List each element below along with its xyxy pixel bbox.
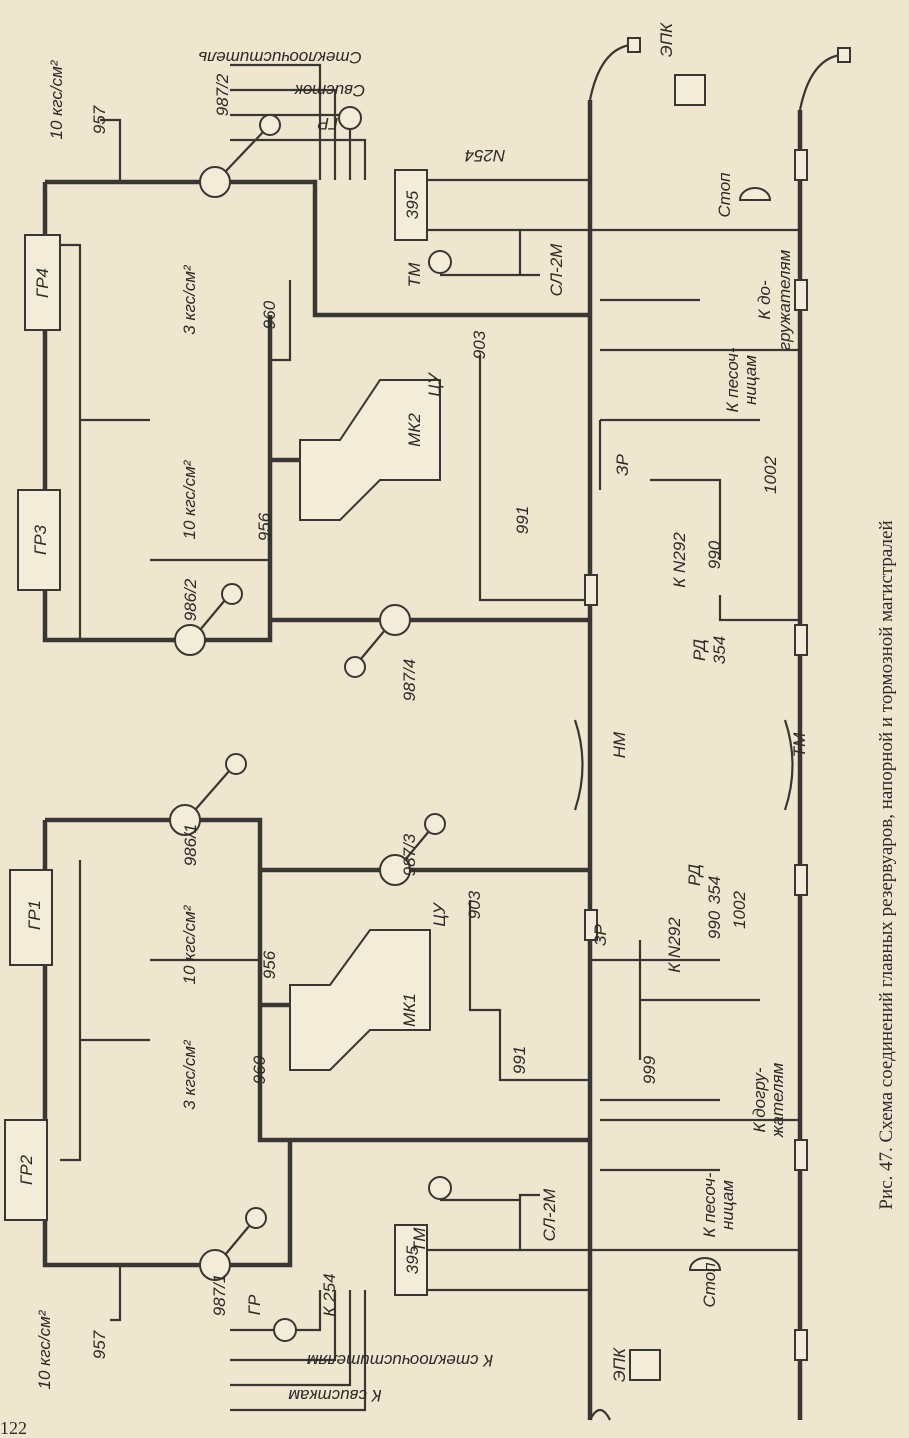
diagram-labels: 10 кгс/см² 957 987/2 СтеклоочистительСвисто… [17,22,809,1405]
label-n254-top: N254 [465,146,506,165]
label-sand-b2: ницам [718,1180,737,1230]
label-v1002-b: 1002 [730,891,749,929]
label-v957-a: 957 [90,105,109,134]
label-p10-c: 10 кгс/см² [180,904,199,984]
label-nm: НМ [610,731,629,758]
reservoir-gr3 [17,489,61,591]
label-tm-top: ТМ [405,262,424,288]
label-epk-bot: ЭПК [610,1347,629,1382]
valve-icon [169,114,446,1281]
label-gr4: ГР4 [33,268,52,298]
label-tm-bot: ТМ [410,1227,429,1253]
label-p10-b: 10 кгс/см² [180,459,199,539]
label-p3-a: 3 кгс/см² [180,264,199,335]
label-rd-b: РД [685,864,704,886]
label-kn292-b: К N292 [665,917,684,973]
label-c395-bot: 395 [403,1245,422,1274]
label-sl2m-bot: СЛ-2М [540,1188,559,1241]
driver-valve-395 [394,169,428,1296]
label-v986-2: 986/2 [181,578,200,621]
label-load-a1: К до- [755,280,774,320]
label-v960-b: 960 [250,1055,269,1084]
label-whistle-bot: К свисткам [288,1386,382,1405]
label-k254: К 254 [320,1273,339,1316]
label-sand-a2: ницам [741,355,760,405]
label-rd-a: РД [690,639,709,661]
reservoir-loop-upper [42,179,590,643]
reservoir-gr2 [4,1119,48,1221]
label-tm-mid: ТМ [790,732,809,758]
label-kn292-a: К N292 [670,532,689,588]
reservoir-gr1 [9,869,53,966]
label-gr3: ГР3 [31,524,50,555]
label-v903-b: 903 [465,890,484,919]
label-cu-b: ЦУ [430,901,449,926]
label-gr-top: ГР [317,114,338,133]
gauge-icon [273,106,452,1342]
label-v986-1: 986/1 [181,824,200,867]
label-epk-top: ЭПК [657,22,676,57]
label-sand-a1: К песоч- [723,347,742,412]
label-v987-3: 987/3 [400,833,419,876]
label-mk2: МК2 [405,413,424,447]
label-v956-b: 956 [260,950,279,979]
label-wiper-top: Стеклоочиститель [198,48,362,67]
label-v956-a: 956 [255,512,274,541]
label-v990-a: 990 [705,540,724,569]
label-v957-b: 957 [90,1330,109,1359]
label-v903-a: 903 [470,330,489,359]
label-sand-b1: К песоч- [700,1172,719,1237]
pipe-fittings [584,149,808,1361]
reservoir-gr4 [24,234,61,331]
label-whistle-top: Свисток [294,81,366,100]
label-cu-a: ЦУ [425,371,444,396]
label-stop-bot: Стоп [700,1262,719,1308]
label-load-b1: К догру- [750,1067,769,1132]
figure-caption: Рис. 47. Схема соединений главных резерв… [876,520,897,1209]
compressor-mk2 [299,379,441,521]
label-v987-2: 987/2 [213,73,232,116]
label-gr1: ГР1 [25,900,44,930]
label-v987-1: 987/1 [210,1274,229,1317]
label-sl2m-top: СЛ-2М [547,243,566,296]
hose-icon [573,37,851,1421]
label-gr-bot: ГР [245,1294,264,1315]
label-p3-b: 3 кгс/см² [180,1039,199,1110]
label-v999: 999 [640,1055,659,1084]
label-v987-4: 987/4 [400,659,419,702]
compressor-mk1 [289,929,431,1071]
label-stop-top: Стоп [715,172,734,218]
label-v990-b: 990 [705,910,724,939]
stop-valve-icon [688,187,772,1271]
label-p10-d: 10 кгс/см² [35,1309,54,1389]
label-v960-a: 960 [260,300,279,329]
label-v991-b: 991 [510,1046,529,1074]
label-v991-a: 991 [513,506,532,534]
label-load-a2: гружателям [775,249,794,350]
label-c395-top: 395 [403,190,422,219]
label-load-b2: жателям [768,1062,787,1138]
label-zr-a: ЗР [613,453,632,475]
label-zr-b: ЗР [591,923,610,945]
epk-valve-icon [629,74,706,1381]
label-rd354-a: 354 [710,636,729,664]
label-p10-a: 10 кгс/см² [47,59,66,139]
reservoir-loop-lower [42,817,590,1268]
page-number: 122 [0,1418,27,1438]
label-mk1: МК1 [400,993,419,1027]
label-gr2: ГР2 [17,1154,36,1185]
label-wiper-bot: К стеклоочистителям [306,1351,493,1370]
label-v1002-a: 1002 [761,456,780,494]
label-rd354-b: 354 [705,876,724,904]
